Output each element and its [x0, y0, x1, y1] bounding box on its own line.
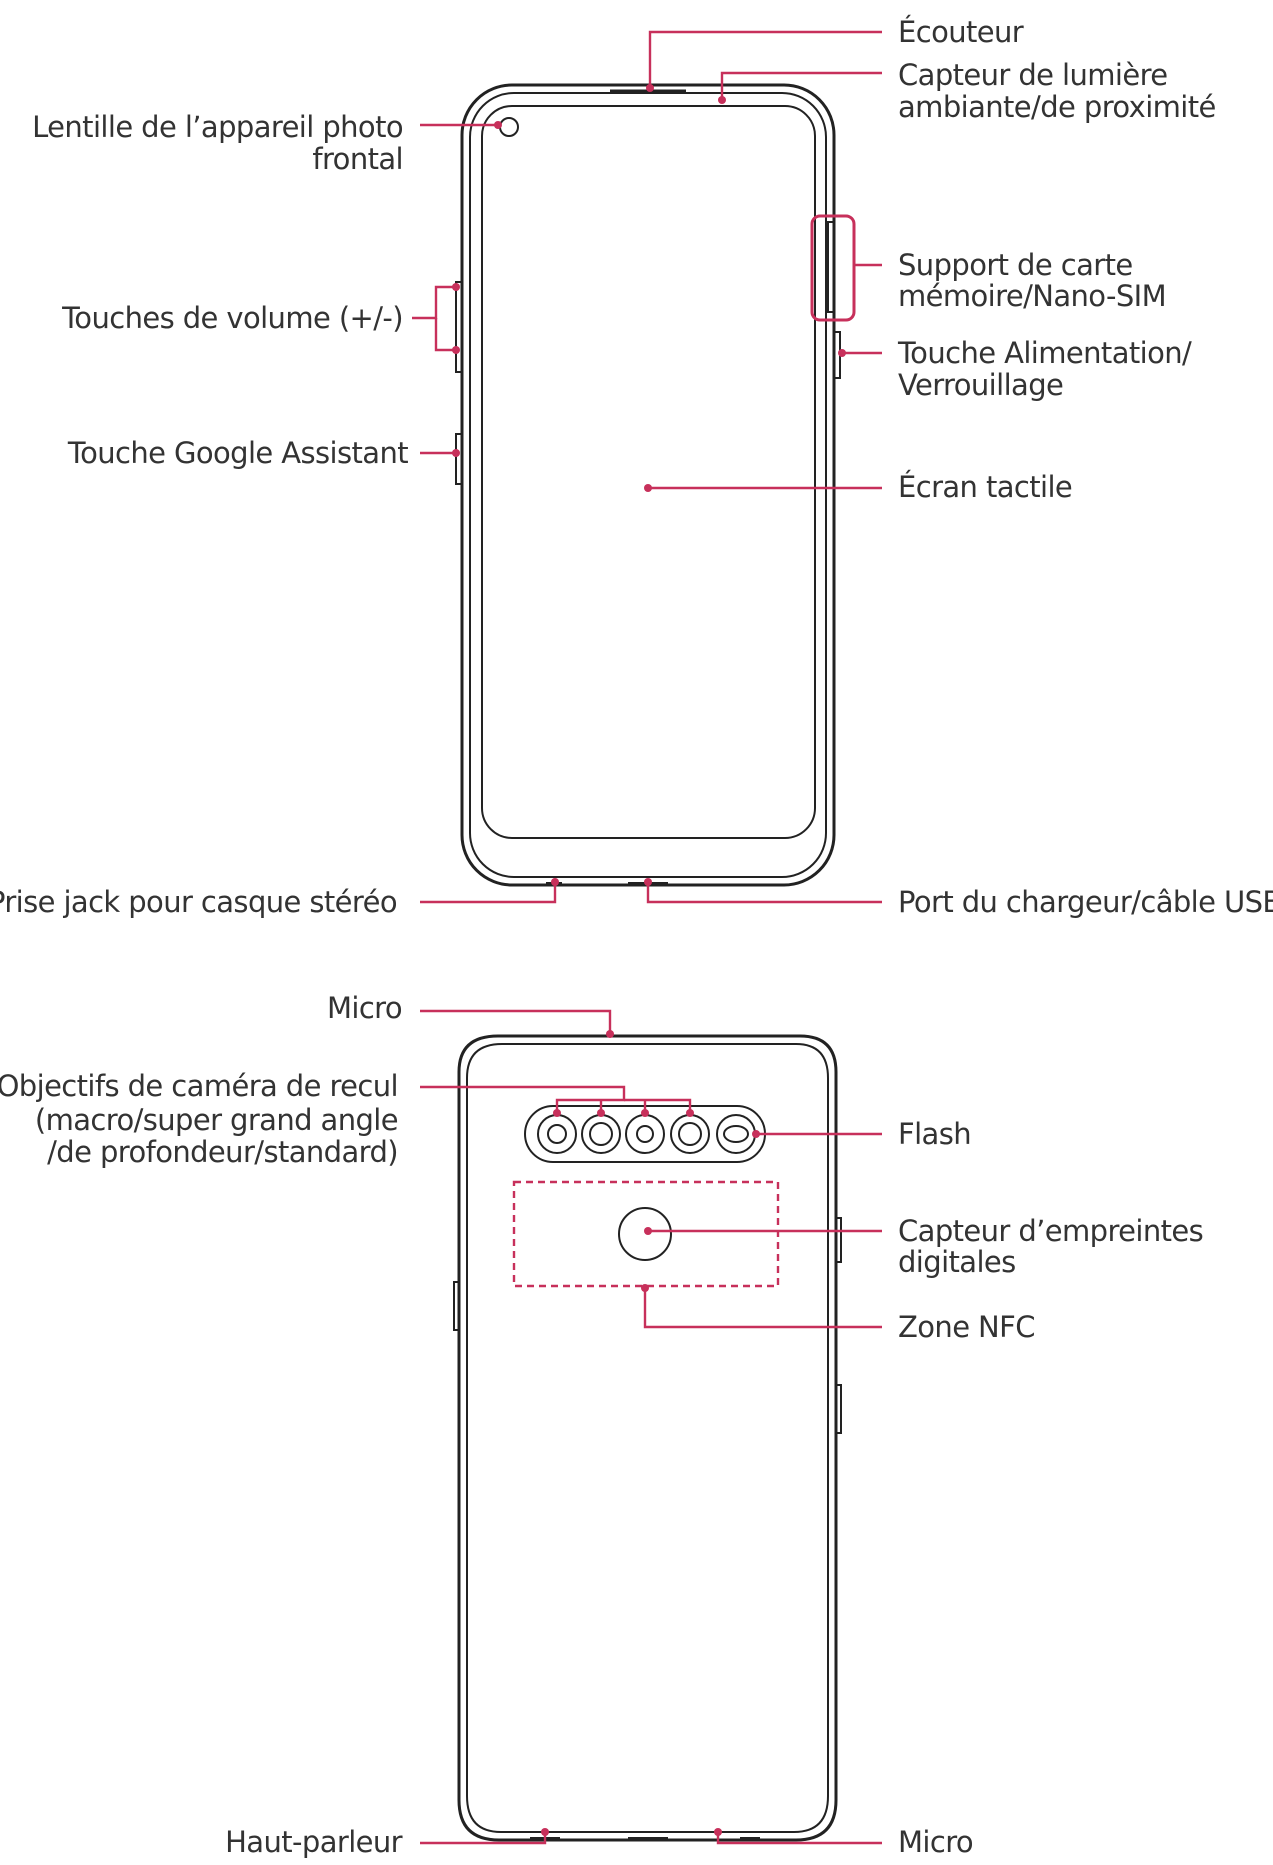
- label-flash: Flash: [898, 1117, 971, 1151]
- label-microphone-top: Micro: [327, 991, 402, 1025]
- back-right-key-lower: [835, 1384, 842, 1434]
- card-tray-shape: [810, 214, 856, 322]
- back-right-key-upper: [835, 1217, 842, 1263]
- flash-icon: [716, 1114, 756, 1154]
- label-front-camera-line2: frontal: [312, 142, 403, 176]
- front-leader-lines: [412, 30, 882, 904]
- label-power-key: Touche Alimentation/: [897, 336, 1192, 370]
- label-rear-cameras-line2: (macro/super grand angle: [35, 1103, 398, 1137]
- label-charger-port: Port du chargeur/câble USB: [898, 885, 1273, 919]
- back-leader-lines: [420, 1009, 882, 1845]
- front-screen: [481, 105, 816, 839]
- fingerprint-sensor-icon: [618, 1207, 672, 1261]
- volume-keys-shape: [455, 281, 463, 373]
- label-light-sensor: Capteur de lumière: [898, 58, 1168, 92]
- label-fingerprint-line2: digitales: [898, 1245, 1016, 1279]
- back-labels: Micro Objectifs de caméra de recul (macr…: [0, 991, 1204, 1859]
- label-rear-cameras-line3: /de profondeur/standard): [47, 1135, 398, 1169]
- label-fingerprint: Capteur d’empreintes: [898, 1214, 1203, 1248]
- label-rear-cameras: Objectifs de caméra de recul: [0, 1069, 398, 1103]
- label-touch-screen: Écran tactile: [898, 470, 1072, 504]
- label-volume-keys: Touches de volume (+/-): [61, 301, 403, 335]
- back-body-outline: [457, 1034, 838, 1842]
- rear-camera-lenses: [537, 1114, 756, 1154]
- front-frame-inner: [469, 92, 827, 878]
- front-labels: Écouteur Capteur de lumière ambiante/de …: [0, 15, 1273, 919]
- label-earpiece: Écouteur: [898, 15, 1024, 49]
- label-card-tray-line2: mémoire/Nano-SIM: [898, 279, 1166, 313]
- label-headset-jack: Prise jack pour casque stéréo: [0, 885, 397, 919]
- phone-back-view: [453, 1034, 842, 1842]
- assistant-key-shape: [455, 433, 463, 485]
- label-power-key-line2: Verrouillage: [898, 368, 1063, 402]
- label-microphone-bottom: Micro: [898, 1825, 973, 1859]
- lens-depth-icon: [625, 1114, 665, 1154]
- label-assistant-key: Touche Google Assistant: [67, 436, 408, 470]
- back-frame-inner: [466, 1043, 829, 1833]
- label-nfc-area: Zone NFC: [898, 1310, 1035, 1344]
- card-tray-inner: [827, 221, 835, 313]
- label-speaker: Haut-parleur: [225, 1825, 403, 1859]
- label-front-camera: Lentille de l’appareil photo: [32, 110, 403, 144]
- label-card-tray: Support de carte: [898, 248, 1133, 282]
- lens-standard-icon: [670, 1114, 710, 1154]
- back-left-key: [453, 1281, 460, 1331]
- nfc-area-outline: [512, 1180, 780, 1288]
- label-light-sensor-line2: ambiante/de proximité: [898, 90, 1216, 124]
- lens-super-wide-icon: [581, 1114, 621, 1154]
- front-camera-lens: [499, 117, 519, 137]
- phone-front-view: [455, 83, 856, 887]
- lens-macro-icon: [537, 1114, 577, 1154]
